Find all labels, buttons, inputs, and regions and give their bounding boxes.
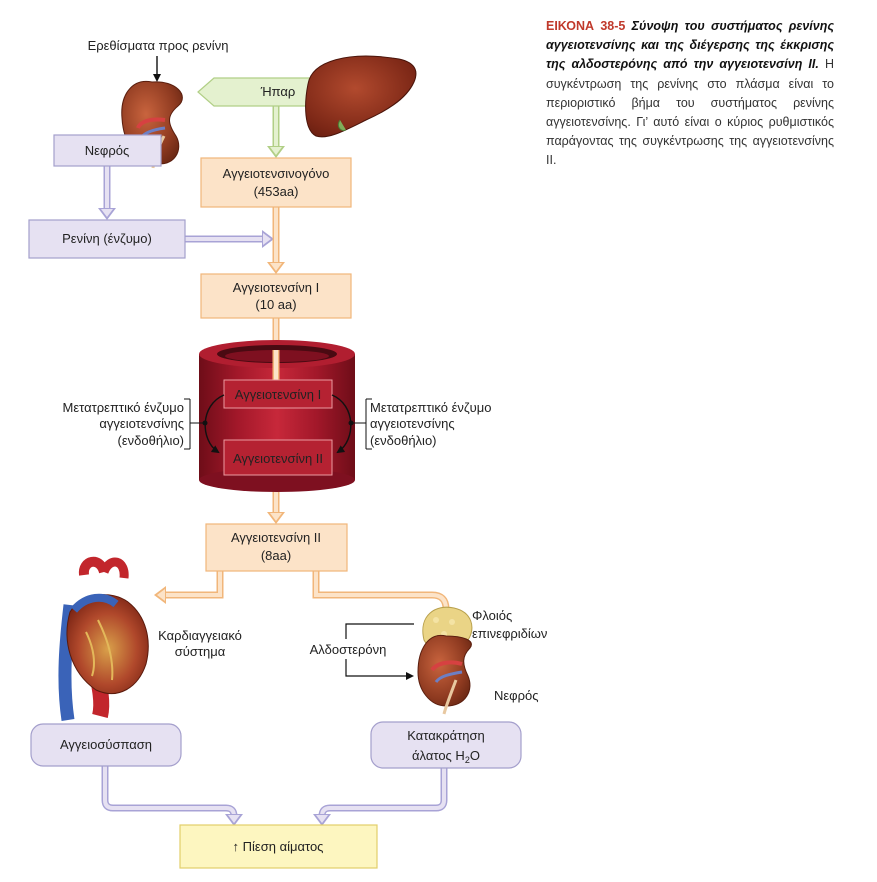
adrenal-kidney-illustration [417, 606, 473, 715]
angiotensin1-line1: Αγγειοτενσίνη Ι [233, 280, 319, 295]
cardio-line1: Καρδιαγγειακό [158, 628, 242, 643]
angiotensinogen-line1: Αγγειοτενσινογόνο [223, 166, 330, 181]
renin-label: Ρενίνη (ένζυμο) [62, 231, 152, 246]
blood-pressure-label: ↑ Πίεση αίματος [233, 839, 324, 854]
renin-to-axis-connector [185, 230, 274, 248]
kidney-box [53, 134, 162, 167]
heart-illustration [58, 556, 149, 721]
angiotensin2-line1: Αγγειοτενσίνη ΙΙ [231, 530, 321, 545]
ace-right-line1: Μετατρεπτικό ένζυμο [370, 400, 491, 415]
vessel-ang1-label: Αγγειοτενσίνη Ι [235, 387, 321, 402]
vasoconstriction-box [30, 723, 182, 767]
angiotensin1-box [200, 273, 352, 319]
caption-body: Η συγκέντρωση της ρενίνης στο πλάσμα είν… [546, 57, 834, 168]
vasoconstriction-label: Αγγειοσύσπαση [60, 737, 152, 752]
kidney2-label: Νεφρός [494, 688, 539, 703]
retention-line2-b: O [470, 748, 480, 763]
caption-title: Σύνοψη του συστήματος ρενίνης αγγειοτενσ… [546, 19, 834, 72]
retention-line2-sub: 2 [465, 755, 470, 765]
ace-left-line3: (ενδοθήλιο) [118, 433, 185, 448]
liver-label: Ήπαρ [260, 84, 296, 99]
vessel-ang2-box [223, 439, 333, 476]
retention-line1: Κατακράτηση [407, 728, 485, 743]
angiotensinogen-line2: (453aa) [254, 184, 299, 199]
angiotensinogen-box [200, 157, 352, 208]
ace-left-line1: Μετατρεπτικό ένζυμο [63, 400, 184, 415]
adrenal-line1: Φλοιός [472, 608, 512, 623]
retention-line2: άλατος H2O [412, 748, 480, 765]
vessel-ang2-label: Αγγειοτενσίνη ΙΙ [233, 451, 323, 466]
ace-right-line2: αγγειοτενσίνης [370, 416, 455, 431]
vessel-ang1-box [223, 379, 333, 409]
stimulus-label: Ερεθίσματα προς ρενίνη [88, 38, 229, 53]
bp-connectors [101, 766, 448, 826]
angiotensin1-line2: (10 aa) [255, 297, 296, 312]
ace-conversion-arrows [184, 394, 372, 454]
kidney-to-renin-connector [98, 166, 116, 220]
blood-pressure-box [179, 824, 378, 869]
angiotensin2-line2: (8aa) [261, 548, 291, 563]
cardio-line2: σύστημα [175, 644, 226, 659]
renin-box [28, 219, 186, 259]
liver-box [197, 77, 321, 107]
ace-right-line3: (ενδοθήλιο) [370, 433, 437, 448]
liver-connector [267, 105, 285, 158]
angiotensin2-box [205, 523, 348, 572]
caption-label: ΕΙΚΟΝΑ 38-5 [546, 19, 626, 33]
liver-illustration [305, 55, 417, 138]
adrenal-line2: επινεφριδίων [472, 626, 547, 641]
kidney-label: Νεφρός [85, 143, 130, 158]
figure-caption: ΕΙΚΟΝΑ 38-5 Σύνοψη του συστήματος ρενίνη… [546, 17, 834, 171]
retention-line2-a: άλατος H [412, 748, 465, 763]
retention-box [370, 721, 522, 769]
ace-left-line2: αγγειοτενσίνης [99, 416, 184, 431]
aldosterone-label: Αλδοστερόνη [310, 642, 387, 657]
branch-connectors [154, 571, 450, 612]
